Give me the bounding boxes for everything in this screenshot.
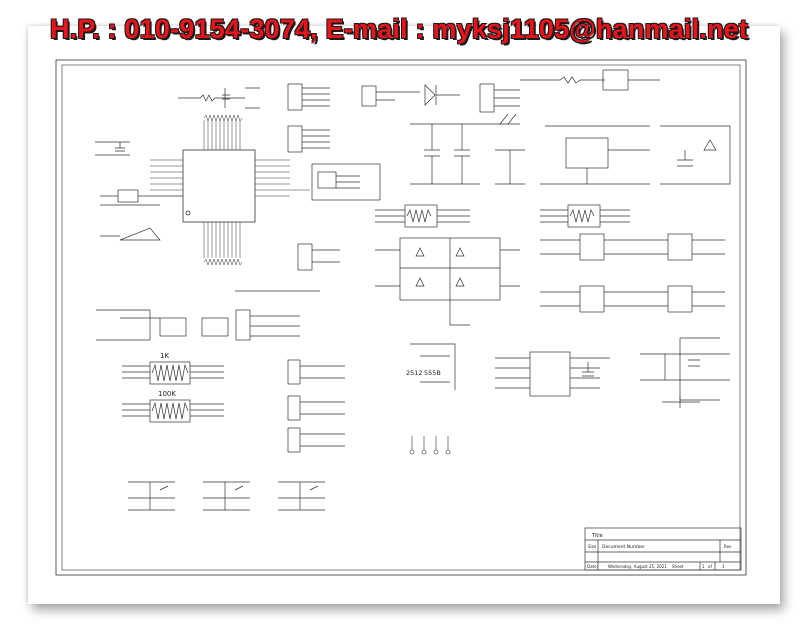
filter-circuit-right: [640, 337, 730, 408]
input-switches: [128, 481, 325, 511]
switch-transistor-circuit: [96, 309, 300, 341]
regulator-circuit: [410, 113, 731, 185]
of-value: 1: [722, 564, 725, 569]
title-label: Title: [591, 533, 603, 539]
contact-header: H.P. : 010-9154-3074, E-mail : myksj1105…: [50, 14, 749, 44]
power-input-circuit: [361, 69, 660, 113]
h-bridge-circuit: [375, 204, 520, 326]
rc-network-top: [178, 87, 260, 109]
test-points: [409, 436, 451, 455]
chip-555b-label: 555B: [424, 369, 441, 377]
photo-coupler-array: [540, 204, 725, 313]
crystal-circuit: [95, 141, 183, 241]
buzzer-circuit: [235, 163, 381, 292]
resistor-array-1k: [122, 361, 224, 385]
tr-1k-label: 1K: [160, 352, 169, 360]
date-value: Wednesday, August 25, 2021: [608, 564, 667, 569]
isp-connector: [287, 83, 330, 153]
date-label: Date:: [587, 564, 598, 569]
sensor-connectors: [287, 359, 345, 453]
title-block: Title Document Number Size Rev Date: Wed…: [584, 527, 742, 571]
tr-100k-label: 100K: [158, 390, 176, 398]
chip-2512-label: 2512: [406, 369, 423, 377]
document-number-label: Document Number: [602, 544, 645, 550]
resistor-array-100k: [122, 399, 224, 423]
of-label: of: [708, 564, 712, 569]
sheet-value: 1: [702, 564, 705, 569]
rev-label: Rev: [724, 544, 732, 549]
timer-555-circuit: [410, 343, 610, 397]
size-label: Size: [588, 544, 597, 549]
image-frame: [28, 26, 780, 604]
mcu-chip: [150, 114, 310, 266]
sheet-label: Sheet: [672, 564, 684, 569]
